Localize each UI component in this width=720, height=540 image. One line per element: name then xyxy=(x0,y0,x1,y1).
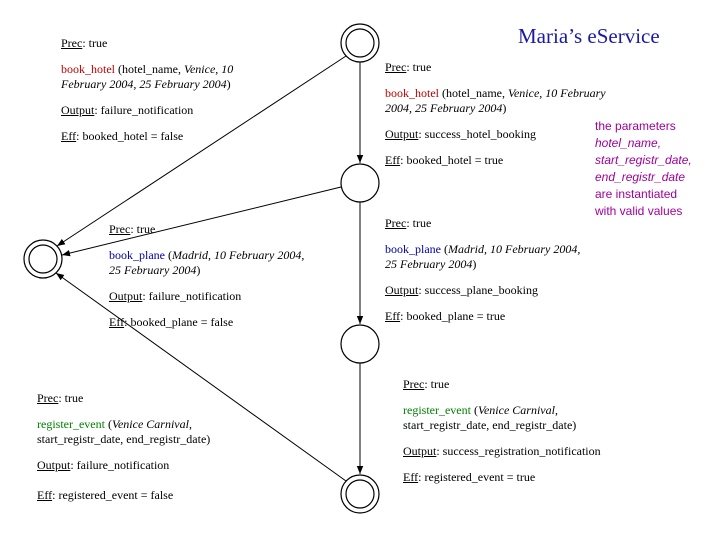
prec-label: Prec xyxy=(385,216,407,230)
action-args-italic: Venice Carnival xyxy=(477,403,555,417)
state-final-success xyxy=(340,474,380,514)
state-start xyxy=(340,23,380,63)
action-args: ( xyxy=(104,417,112,431)
eff-value: : booked_plane = true xyxy=(400,309,506,323)
action-args: (hotel_name, xyxy=(439,86,508,100)
action-args-close: ) xyxy=(502,101,507,115)
transition-label-success-event: Prec: true register_event (Venice Carniv… xyxy=(403,377,601,496)
output-value: : success_plane_booking xyxy=(418,283,538,297)
action-name: register_event xyxy=(37,417,105,431)
output-label: Output xyxy=(109,289,143,303)
action-name: book_plane xyxy=(385,242,441,256)
prec-label: Prec xyxy=(37,391,59,405)
output-value: : success_registration_notification xyxy=(436,444,601,458)
arrow-failure-plane xyxy=(61,186,342,257)
transition-label-failure-event: Prec: true register_event (Venice Carniv… xyxy=(37,391,210,514)
action-args: (hotel_name, xyxy=(115,62,184,76)
action-args-italic: 2004, 25 February 2004 xyxy=(385,101,503,115)
arrow-failure-event xyxy=(55,272,347,482)
action-args-italic: February 2004, 25 February 2004 xyxy=(61,77,227,91)
transition-label-success-hotel: Prec: true book_hotel (hotel_name, Venic… xyxy=(385,60,606,179)
output-label: Output xyxy=(403,444,437,458)
output-label: Output xyxy=(385,283,419,297)
action-name: register_event xyxy=(403,403,471,417)
action-args-italic: Venice, 10 February xyxy=(507,86,606,100)
note-line: are instantiated xyxy=(595,187,678,201)
action-args-italic: Madrid, 10 February 2004, xyxy=(172,248,305,262)
action-name: book_plane xyxy=(109,248,165,262)
action-args: ( xyxy=(165,248,172,262)
action-args-close: ) xyxy=(472,257,477,271)
eff-label: Eff xyxy=(403,470,419,484)
action-args-italic: 25 February 2004 xyxy=(109,263,197,277)
action-args-close: ) xyxy=(196,263,201,277)
transition-label-failure-plane: Prec: true book_plane (Madrid, 10 Februa… xyxy=(109,222,304,341)
action-args: ( xyxy=(441,242,448,256)
eff-label: Eff xyxy=(37,488,53,502)
eff-value: : booked_plane = false xyxy=(124,315,234,329)
prec-value: : true xyxy=(58,391,84,405)
action-args-close: , xyxy=(554,403,558,417)
prec-value: : true xyxy=(424,377,450,391)
eff-label: Eff xyxy=(109,315,125,329)
action-args-italic: Venice Carnival xyxy=(111,417,189,431)
action-args-italic: 25 February 2004 xyxy=(385,257,473,271)
output-label: Output xyxy=(385,127,419,141)
prec-label: Prec xyxy=(403,377,425,391)
action-args-line2: start_registr_date, end_registr_date) xyxy=(403,418,577,432)
eff-value: : registered_event = false xyxy=(52,488,174,502)
output-value: : success_hotel_booking xyxy=(418,127,536,141)
note-line: with valid values xyxy=(595,204,683,218)
action-args-italic: Madrid, 10 February 2004, xyxy=(448,242,581,256)
prec-label: Prec xyxy=(61,36,83,50)
action-args-line2: start_registr_date, end_registr_date) xyxy=(37,432,211,446)
action-args-close: , xyxy=(188,417,192,431)
output-value: : failure_notification xyxy=(142,289,242,303)
diagram-title: Maria’s eService xyxy=(518,24,660,48)
arrow-failure-hotel xyxy=(56,55,347,247)
output-label: Output xyxy=(61,103,95,117)
eff-label: Eff xyxy=(385,153,401,167)
action-args-close: ) xyxy=(226,77,231,91)
parameter-note: the parameters hotel_name, start_registr… xyxy=(595,118,692,220)
action-args: ( xyxy=(470,403,478,417)
transition-label-success-plane: Prec: true book_plane (Madrid, 10 Februa… xyxy=(385,216,580,335)
eff-label: Eff xyxy=(61,129,77,143)
eff-value: : booked_hotel = true xyxy=(400,153,504,167)
state-final-failure xyxy=(23,239,63,279)
eff-label: Eff xyxy=(385,309,401,323)
eff-value: : registered_event = true xyxy=(418,470,536,484)
prec-value: : true xyxy=(406,216,432,230)
action-name: book_hotel xyxy=(385,86,439,100)
prec-value: : true xyxy=(82,36,108,50)
prec-value: : true xyxy=(406,60,432,74)
state-hotel-booked xyxy=(340,163,380,203)
prec-label: Prec xyxy=(385,60,407,74)
transition-label-failure-hotel: Prec: true book_hotel (hotel_name, Venic… xyxy=(61,36,233,155)
action-args-italic: Venice, 10 xyxy=(183,62,234,76)
prec-label: Prec xyxy=(109,222,131,236)
state-plane-booked xyxy=(340,324,380,364)
eff-value: : booked_hotel = false xyxy=(76,129,184,143)
note-param-start-date: start_registr_date, xyxy=(595,153,692,167)
note-param-end-date: end_registr_date xyxy=(595,170,686,184)
output-value: : failure_notification xyxy=(94,103,194,117)
action-name: book_hotel xyxy=(61,62,115,76)
output-value: : failure_notification xyxy=(70,458,170,472)
output-label: Output xyxy=(37,458,71,472)
note-param-hotel-name: hotel_name, xyxy=(595,136,662,150)
prec-value: : true xyxy=(130,222,156,236)
note-line: the parameters xyxy=(595,119,676,133)
